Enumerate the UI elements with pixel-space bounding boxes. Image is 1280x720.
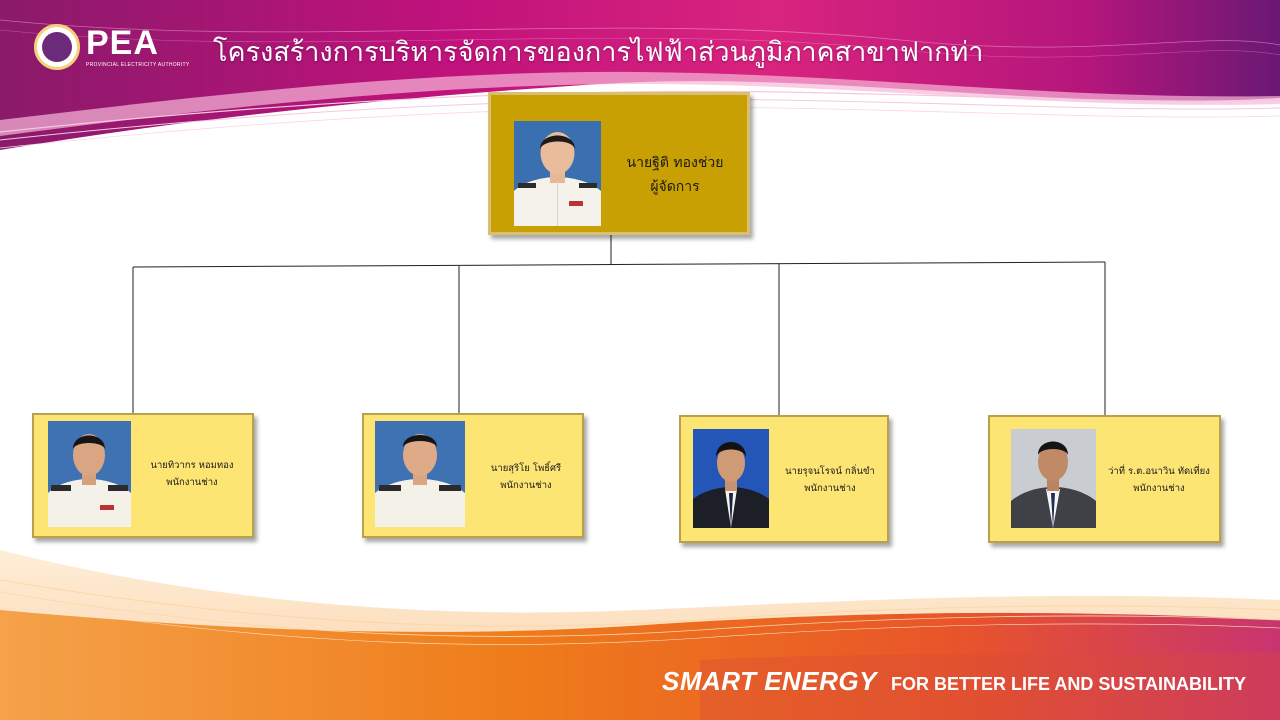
staff-position-1: พนักงานช่าง: [166, 477, 218, 488]
manager-photo: [514, 121, 601, 226]
manager-card: นายฐิติ ทองช่วย ผู้จัดการ: [488, 92, 750, 235]
staff-position-3: พนักงานช่าง: [804, 483, 856, 494]
staff-card-3: นายรุจนโรจน์ กลิ่นขำ พนักงานช่าง: [679, 415, 889, 543]
staff-position-4: พนักงานช่าง: [1133, 483, 1185, 494]
logo-subtitle: PROVINCIAL ELECTRICITY AUTHORITY: [86, 62, 190, 68]
staff-card-2: นายสุริโย โพธิ์ศรี พนักงานช่าง: [362, 413, 584, 538]
slogan-tagline: FOR BETTER LIFE AND SUSTAINABILITY: [891, 674, 1246, 694]
manager-position: ผู้จัดการ: [650, 179, 700, 195]
staff-name-1: นายทิวากร หอมทอง: [150, 460, 234, 471]
pea-logo: PEA PROVINCIAL ELECTRICITY AUTHORITY: [34, 24, 190, 70]
staff-name-4: ว่าที่ ร.ต.อนาวิน ทัดเที่ยง: [1108, 466, 1210, 477]
pea-seal-icon: [34, 24, 80, 70]
staff-card-1: นายทิวากร หอมทอง พนักงานช่าง: [32, 413, 254, 538]
staff-card-4: ว่าที่ ร.ต.อนาวิน ทัดเที่ยง พนักงานช่าง: [988, 415, 1221, 543]
logo-wordmark: PEA: [86, 24, 159, 62]
staff-photo-1: [48, 421, 131, 527]
footer-slogan: SMART ENERGY FOR BETTER LIFE AND SUSTAIN…: [662, 666, 1246, 697]
staff-name-3: นายรุจนโรจน์ กลิ่นขำ: [785, 466, 875, 477]
page-title: โครงสร้างการบริหารจัดการของการไฟฟ้าส่วนภ…: [213, 37, 984, 68]
staff-photo-2: [375, 421, 465, 527]
slogan-smart-energy: SMART ENERGY: [662, 666, 877, 696]
manager-name: นายฐิติ ทองช่วย: [626, 155, 724, 171]
header-banner: [0, 0, 1280, 150]
connector-horizontal: [132, 261, 1106, 268]
staff-photo-3: [693, 429, 769, 528]
staff-name-2: นายสุริโย โพธิ์ศรี: [490, 463, 562, 474]
staff-position-2: พนักงานช่าง: [500, 480, 552, 491]
footer-banner: [0, 550, 1280, 720]
staff-photo-4: [1011, 429, 1096, 528]
